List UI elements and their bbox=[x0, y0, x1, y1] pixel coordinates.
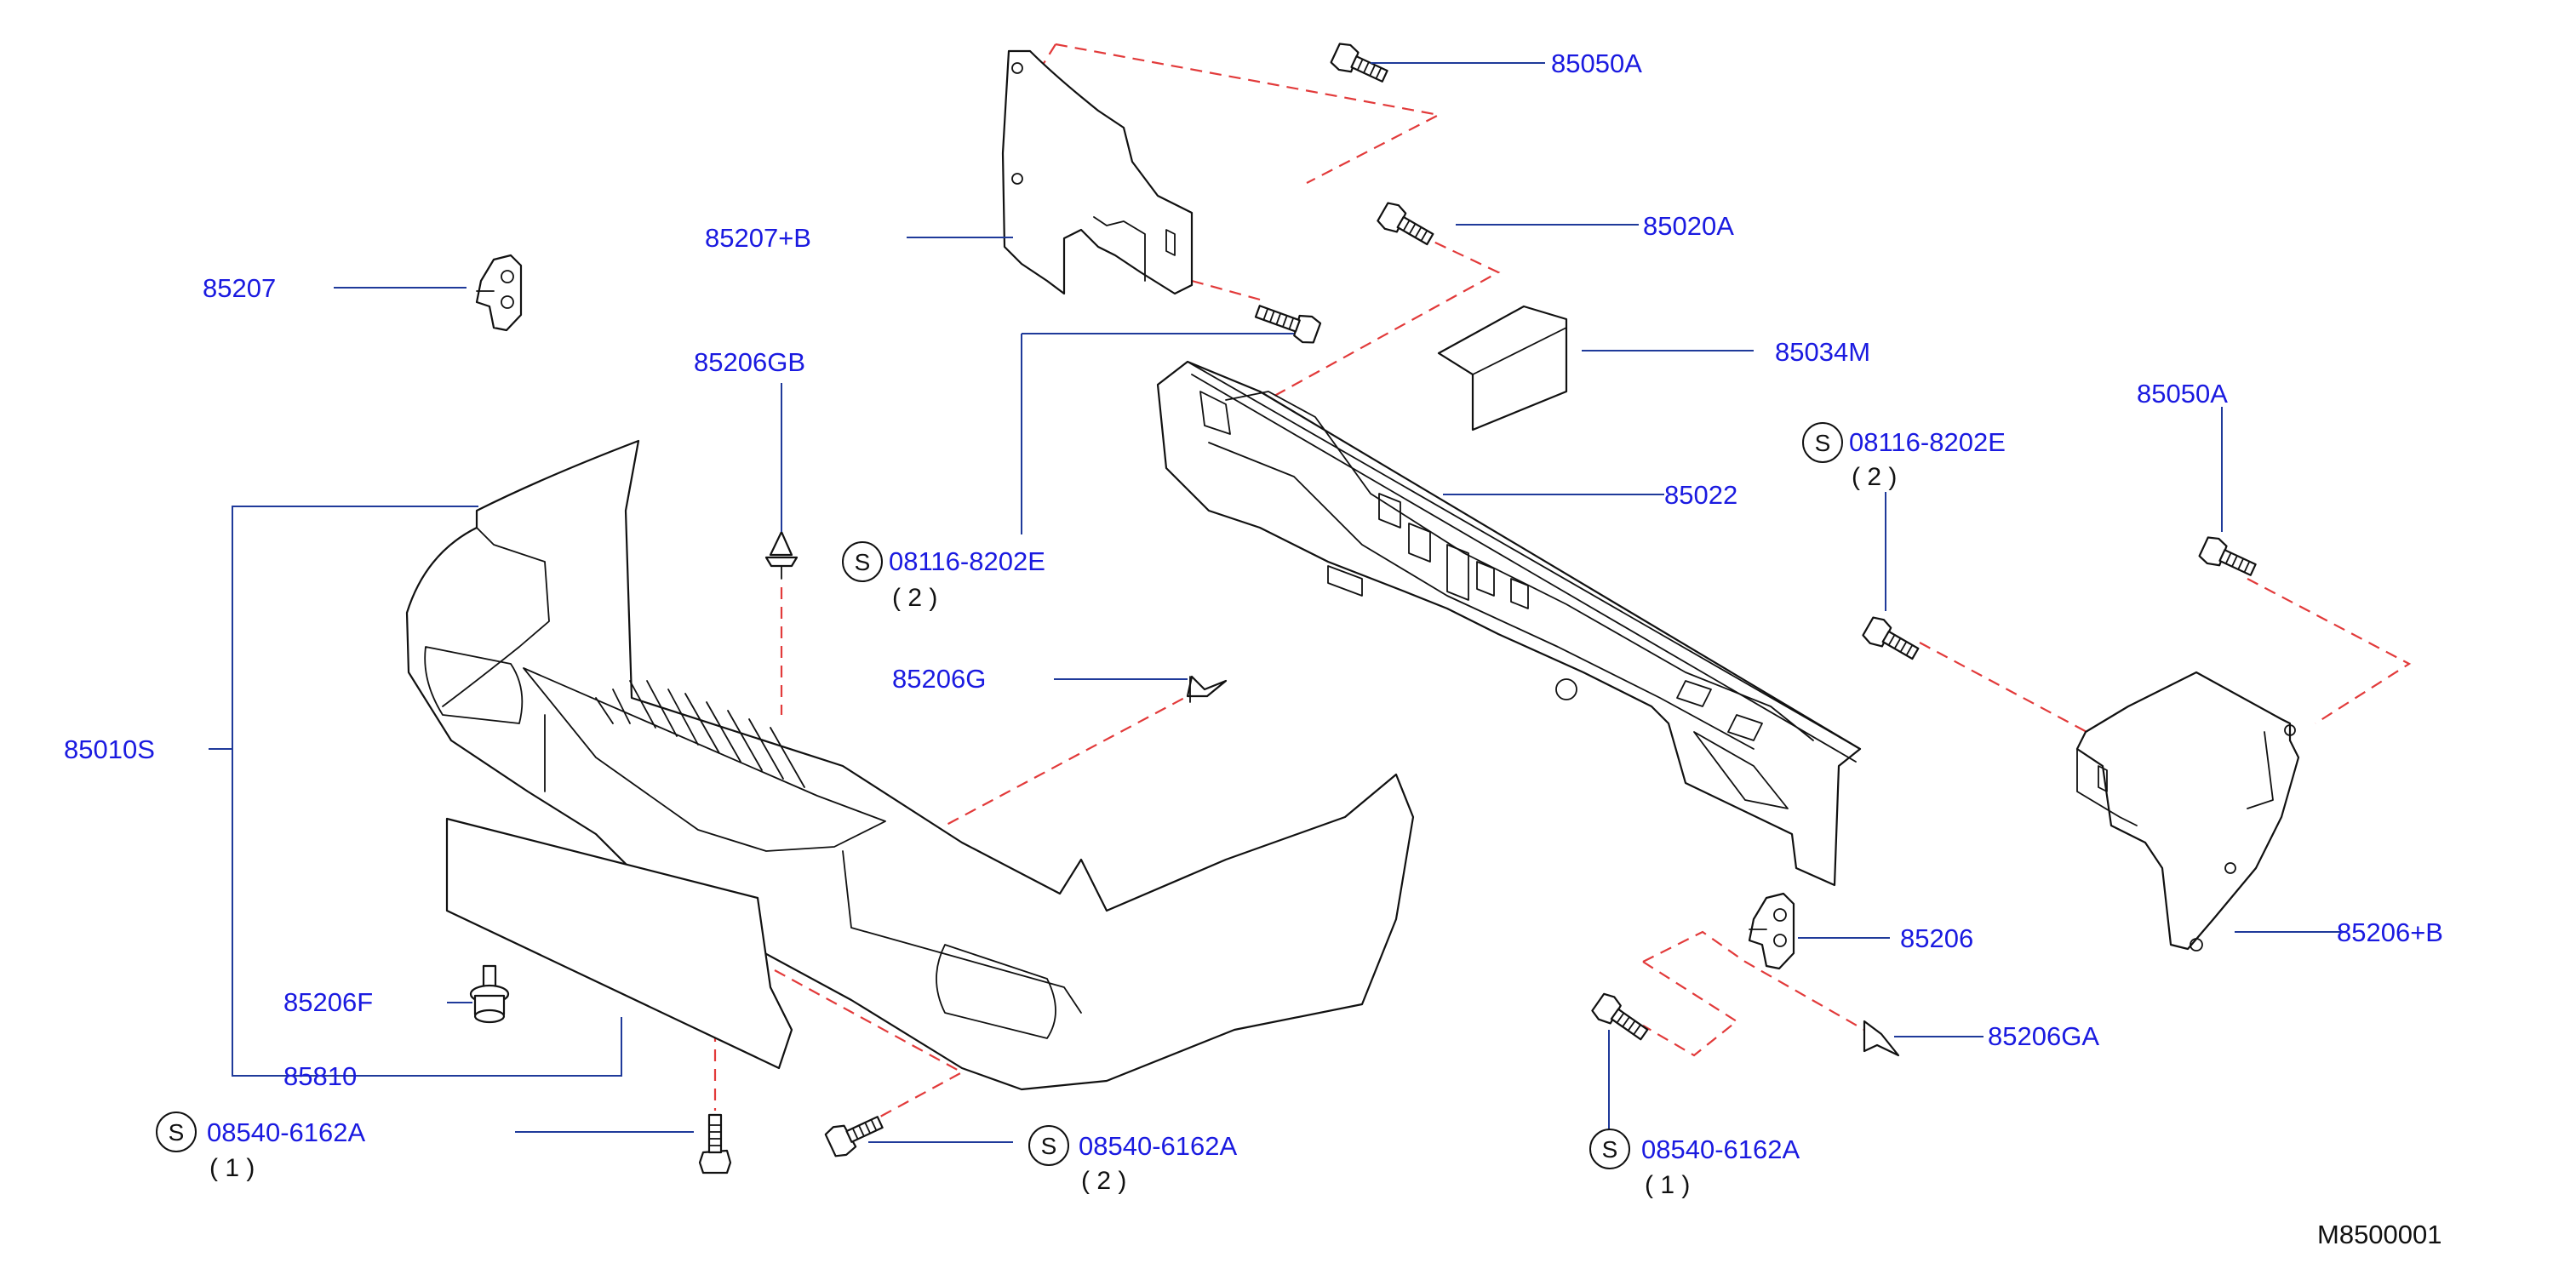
bolt-08116-left bbox=[1254, 305, 1322, 344]
bolt-08540-mid bbox=[824, 1116, 884, 1157]
standard-marker-s bbox=[1028, 1125, 1069, 1166]
bumper-fascia-part bbox=[405, 439, 1415, 1091]
quantity-08540-right: ( 1 ) bbox=[1645, 1171, 1690, 1199]
standard-marker-text: S bbox=[1815, 430, 1831, 456]
quantity-08540-mid: ( 2 ) bbox=[1081, 1167, 1126, 1195]
callout-85050A-top[interactable]: 85050A bbox=[1551, 49, 1642, 78]
callout-85050A-right[interactable]: 85050A bbox=[2137, 379, 2228, 409]
bolt-85050A-top bbox=[1330, 43, 1388, 83]
callout-85206-B[interactable]: 85206+B bbox=[2337, 917, 2443, 947]
standard-marker-text: S bbox=[855, 549, 871, 575]
callout-08116-8202E-left[interactable]: 08116-8202E bbox=[889, 546, 1045, 576]
callout-85034M[interactable]: 85034M bbox=[1775, 337, 1870, 367]
callout-08540-6162A-mid[interactable]: 08540-6162A bbox=[1079, 1131, 1237, 1161]
diagram-code: M8500001 bbox=[2317, 1220, 2442, 1249]
callout-85022[interactable]: 85022 bbox=[1664, 480, 1737, 510]
callout-08116-8202E-right[interactable]: 08116-8202E bbox=[1849, 427, 2006, 457]
standard-marker-text: S bbox=[1602, 1136, 1618, 1163]
standard-marker-text: S bbox=[169, 1119, 185, 1146]
clip-85207-part bbox=[475, 254, 523, 332]
quantity-08116-right: ( 2 ) bbox=[1852, 463, 1897, 491]
side-bracket-left-part bbox=[1001, 49, 1194, 295]
bolt-08116-right bbox=[1862, 616, 1920, 660]
lower-valance-part bbox=[445, 817, 793, 1070]
leader-lines bbox=[209, 62, 2341, 1143]
bolt-85050A-right bbox=[2198, 536, 2257, 576]
bolt-08540-right bbox=[1591, 992, 1649, 1041]
absorber-block-part bbox=[1437, 305, 1568, 431]
callout-85206GA[interactable]: 85206GA bbox=[1988, 1021, 2099, 1051]
callout-85206GB[interactable]: 85206GB bbox=[694, 347, 805, 377]
grommet-85206F-part bbox=[469, 964, 510, 1024]
callout-85206G[interactable]: 85206G bbox=[892, 664, 986, 694]
clip-85206GA-part bbox=[1863, 1020, 1900, 1057]
callout-85207[interactable]: 85207 bbox=[203, 273, 276, 303]
quantity-08116-left: ( 2 ) bbox=[892, 584, 937, 612]
bolt-08540-left bbox=[698, 1113, 732, 1174]
callout-labels: 85050A 85207+B 85020A 85207 85206GB 8503… bbox=[64, 49, 2443, 1199]
quantity-08540-left: ( 1 ) bbox=[209, 1154, 255, 1182]
standard-marker-s bbox=[156, 1112, 197, 1152]
bolt-85020A bbox=[1377, 202, 1434, 246]
standard-marker-s bbox=[842, 541, 883, 582]
callout-85810[interactable]: 85810 bbox=[283, 1061, 357, 1091]
callout-85020A[interactable]: 85020A bbox=[1643, 211, 1734, 241]
callout-85206F[interactable]: 85206F bbox=[283, 987, 373, 1017]
callout-08540-6162A-left[interactable]: 08540-6162A bbox=[207, 1117, 365, 1147]
callout-85206[interactable]: 85206 bbox=[1900, 923, 1973, 953]
bumper-reinforcement-part bbox=[1156, 360, 1862, 887]
callout-85207-B[interactable]: 85207+B bbox=[705, 223, 811, 253]
standard-part-markers: S S S S S bbox=[156, 422, 1843, 1169]
standard-marker-s bbox=[1802, 422, 1843, 463]
callout-08540-6162A-right[interactable]: 08540-6162A bbox=[1641, 1134, 1800, 1164]
standard-marker-text: S bbox=[1041, 1133, 1057, 1159]
clip-85206-part bbox=[1748, 892, 1795, 970]
callout-85010S[interactable]: 85010S bbox=[64, 734, 155, 764]
clip-85206G-part bbox=[1186, 675, 1228, 703]
assembly-dashed-lines bbox=[713, 43, 2412, 1129]
clip-85206GB-part bbox=[764, 530, 799, 580]
side-bracket-right-part bbox=[2075, 671, 2300, 952]
standard-marker-s bbox=[1589, 1129, 1630, 1169]
